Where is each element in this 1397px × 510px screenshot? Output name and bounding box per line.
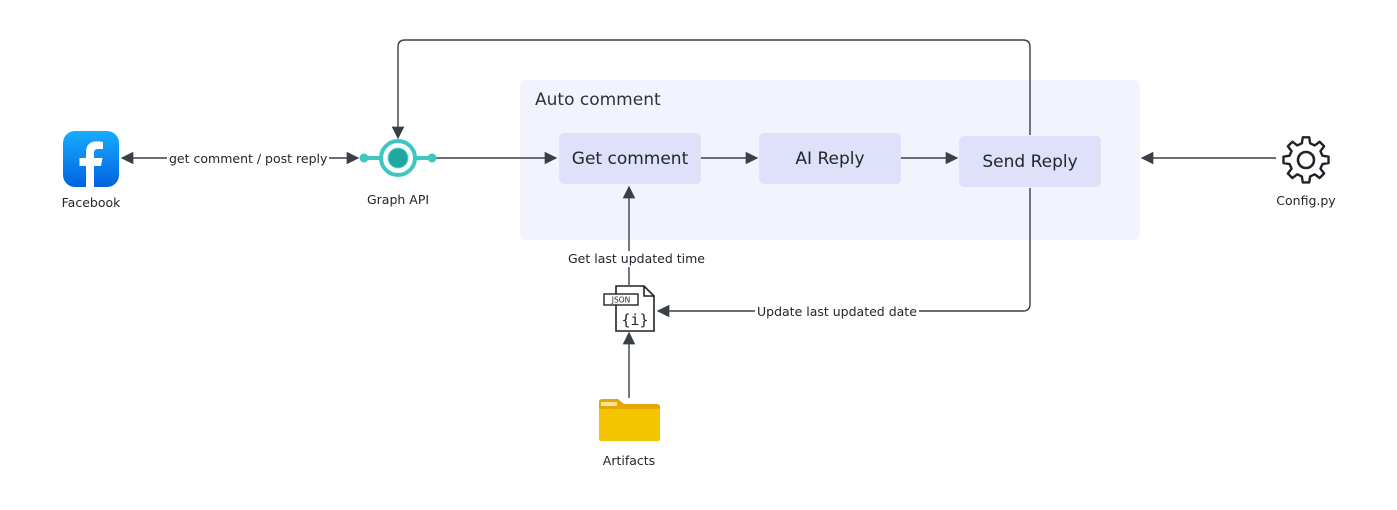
graph-api-icon[interactable] bbox=[358, 135, 438, 181]
edge-label-json-get: Get last updated time bbox=[566, 251, 707, 267]
node-send-reply[interactable]: Send Reply bbox=[959, 136, 1101, 187]
edge-send-json bbox=[656, 188, 1031, 318]
folder-icon[interactable] bbox=[598, 398, 661, 442]
json-file-icon[interactable]: JSON {i} bbox=[602, 285, 658, 333]
graph-api-label: Graph API bbox=[366, 192, 430, 207]
edge-label-send-json: Update last updated date bbox=[755, 304, 919, 320]
edge-send-graph-loop bbox=[391, 39, 1031, 140]
json-badge-text: JSON bbox=[611, 296, 631, 305]
json-glyph-text: {i} bbox=[621, 311, 648, 329]
artifacts-label: Artifacts bbox=[602, 453, 656, 468]
edge-label-facebook-graph: get comment / post reply bbox=[167, 151, 330, 167]
config-label: Config.py bbox=[1276, 193, 1336, 208]
gear-icon[interactable] bbox=[1279, 133, 1333, 187]
auto-comment-group-title: Auto comment bbox=[535, 90, 661, 110]
facebook-logo-icon[interactable] bbox=[63, 131, 119, 187]
node-ai-reply[interactable]: AI Reply bbox=[759, 133, 901, 184]
facebook-label: Facebook bbox=[61, 195, 121, 210]
node-get-comment[interactable]: Get comment bbox=[559, 133, 701, 184]
